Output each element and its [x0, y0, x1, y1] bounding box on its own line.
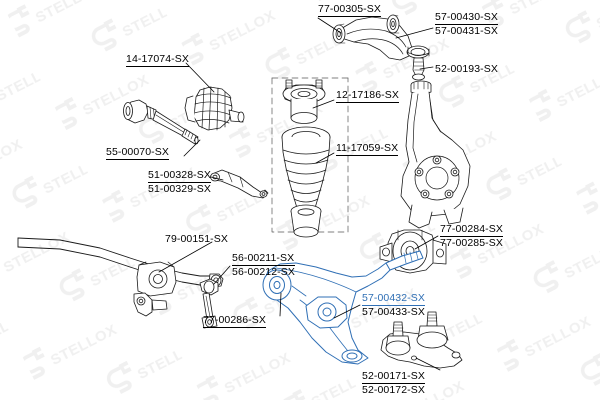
- callout-57-00432-SX: 57-00432-SX 57-00433-SX: [362, 292, 425, 318]
- part-code-highlighted: 57-00432-SX: [362, 292, 425, 306]
- part-code: 11-17059-SX: [336, 142, 399, 156]
- part-code: 57-00430-SX: [435, 11, 498, 25]
- part-code: 77-00286-SX: [203, 314, 266, 328]
- part-code: 14-17074-SX: [126, 53, 189, 67]
- part-code: 57-00431-SX: [435, 25, 498, 37]
- part-code: 77-00284-SX: [440, 223, 503, 237]
- part-code: 52-00172-SX: [362, 384, 425, 396]
- part-code: 51-00328-SX: [148, 169, 211, 183]
- callout-14-17074-SX: 14-17074-SX: [126, 53, 189, 67]
- callout-77-00305-SX: 77-00305-SX: [318, 3, 381, 17]
- part-code: 79-00151-SX: [165, 233, 228, 245]
- callout-77-00286-SX: 77-00286-SX: [203, 314, 266, 328]
- callout-11-17059-SX: 11-17059-SX: [336, 142, 399, 156]
- part-code: 52-00171-SX: [362, 370, 425, 384]
- part-code: 77-00285-SX: [440, 237, 503, 249]
- callout-79-00151-SX: 79-00151-SX: [165, 233, 228, 246]
- part-code: 56-00211-SX: [232, 252, 295, 266]
- part-code: 52-00193-SX: [435, 63, 498, 75]
- callout-56-00211-SX: 56-00211-SX 56-00212-SX: [232, 252, 295, 279]
- part-code: 55-00070-SX: [106, 146, 169, 160]
- callout-52-00171-SX: 52-00171-SX 52-00172-SX: [362, 370, 425, 397]
- callout-51-00328-SX: 51-00328-SX 51-00329-SX: [148, 169, 211, 196]
- callout-77-00284-SX: 77-00284-SX 77-00285-SX: [440, 223, 503, 250]
- callout-57-00430-SX: 57-00430-SX 57-00431-SX: [435, 11, 498, 38]
- part-code: 51-00329-SX: [148, 183, 211, 195]
- callout-52-00193-SX: 52-00193-SX: [435, 63, 498, 76]
- part-code: 57-00433-SX: [362, 305, 425, 318]
- callout-55-00070-SX: 55-00070-SX: [106, 146, 169, 160]
- part-code: 56-00212-SX: [232, 266, 295, 278]
- part-code: 12-17186-SX: [336, 89, 399, 103]
- callout-12-17186-SX: 12-17186-SX: [336, 89, 399, 103]
- part-code: 77-00305-SX: [318, 3, 381, 17]
